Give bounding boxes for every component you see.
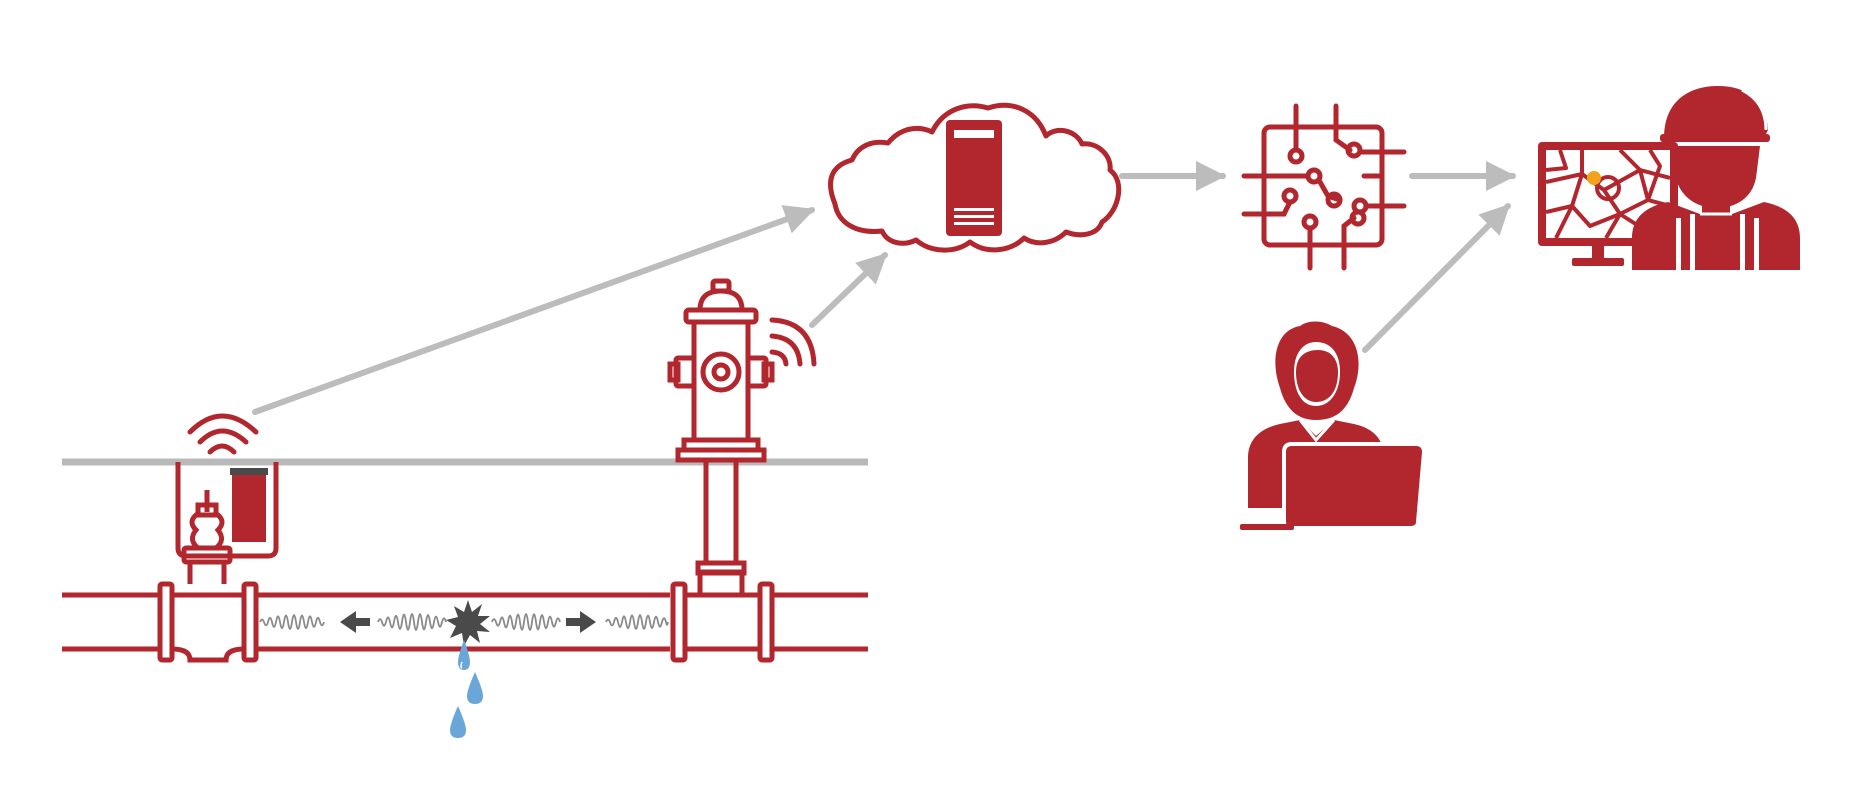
arrow-hydrant-to-cloud [809, 252, 888, 328]
fire-hydrant-icon [667, 278, 817, 576]
field-engineer-icon [1632, 86, 1800, 270]
arrow-laptop-to-monitor [1362, 203, 1511, 353]
laptop-operator-icon [1240, 321, 1427, 530]
valve-sensor-icon [175, 413, 279, 584]
wireless-signal-icon [187, 413, 259, 455]
wave-direction-arrows [340, 611, 596, 633]
arrow-valve-to-cloud [252, 205, 815, 415]
water-drop-icon [450, 640, 483, 738]
sensor-device [232, 472, 266, 542]
right-arrow [566, 611, 596, 633]
leak-burst-icon [446, 600, 490, 646]
server-tower [946, 120, 1002, 236]
wireless-signal-icon [769, 317, 817, 367]
leak-location-marker [1587, 171, 1601, 185]
flow-arrows [252, 161, 1516, 415]
circuit-chip-icon [1241, 103, 1407, 271]
cloud-server-icon [828, 102, 1122, 253]
acoustic-waves [259, 613, 669, 631]
left-arrow [340, 611, 370, 633]
